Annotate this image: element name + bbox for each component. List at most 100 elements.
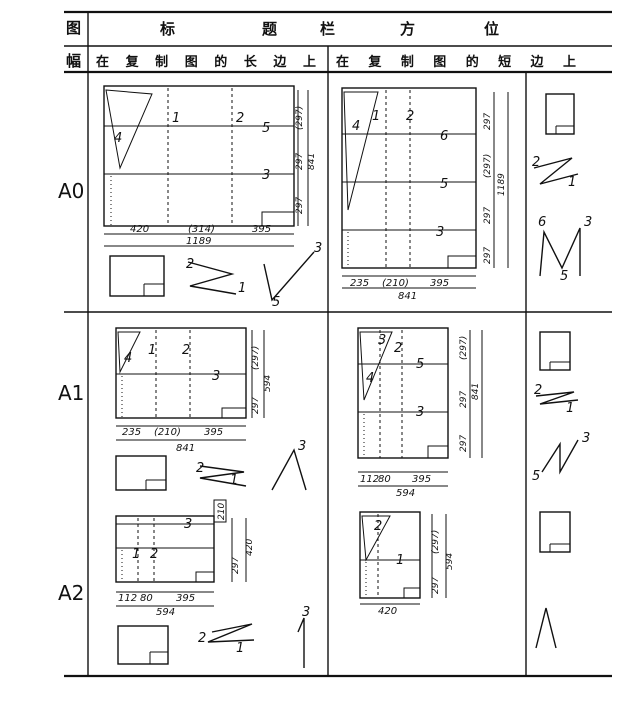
a0-short-side-dim-1: 297 <box>483 113 493 130</box>
a0-short-fold-5: 5 <box>440 177 448 192</box>
a0-long-side-dim-2: 297 <box>295 153 305 170</box>
a1-long-side-dim-2: 297 <box>251 397 261 414</box>
a1-short-dim-395: 395 <box>412 474 431 485</box>
a0-short-fold-3: 3 <box>436 225 444 240</box>
a0-long-side-dim-3: 297 <box>295 197 305 214</box>
a1-long-total-841: 841 <box>176 443 195 454</box>
a2-short-side-dim-594: 594 <box>445 553 455 570</box>
a2-peak-label-3: 3 <box>302 605 310 620</box>
a1-long-dim-210: (210) <box>154 427 181 438</box>
header-title-char-4: 方 <box>400 20 416 38</box>
a0-long-fold-5: 5 <box>262 121 270 136</box>
header-short-side-label: 在复制图的短边上 <box>336 54 576 70</box>
a0-short-fold-4: 4 <box>352 119 360 134</box>
a1-short-total-594: 594 <box>396 488 415 499</box>
a0-side-label-5: 5 <box>560 269 568 284</box>
a1-long-dim-395: 395 <box>204 427 223 438</box>
a1-long-side-dim-594: 594 <box>263 375 273 392</box>
a2-long-dim-395: 395 <box>176 593 195 604</box>
a0-short-fold-2: 2 <box>406 109 414 124</box>
a1-short-side-dim-841: 841 <box>471 383 481 400</box>
a0-long-fold-1: 1 <box>172 111 180 126</box>
a1-short-fold-3: 3 <box>378 333 386 348</box>
a2-long-dim-80: 80 <box>140 593 153 604</box>
a0-zigzag <box>187 261 237 295</box>
a2-zigzag-label-1: 1 <box>236 641 244 656</box>
a1-short-side-dim-2: 297 <box>459 391 469 408</box>
a1-zigzag-label-2: 2 <box>196 461 204 476</box>
a0-long-total-1189: 1189 <box>186 236 211 247</box>
a0-short-fold-1: 1 <box>372 109 380 124</box>
a1-short-dim-80: 80 <box>378 474 391 485</box>
a2-short-side-dim-2: 297 <box>431 577 441 594</box>
a0-long-dim-420: 420 <box>130 224 149 235</box>
a0-short-diagram: 4 1 2 6 5 3 297 (297) 297 297 1189 235 (… <box>341 87 509 302</box>
a1-short-dim-112: 112 <box>360 474 379 485</box>
a0-n-fold <box>263 251 315 302</box>
header-long-side-label: 在复制图的长边上 <box>96 54 316 70</box>
a2-short-dim-420: 420 <box>378 606 397 617</box>
a0-long-fold-flap <box>105 89 153 170</box>
a1-long-fold-1: 1 <box>148 343 156 358</box>
header-col1-bottom: 幅 <box>66 52 82 70</box>
header-title-char-1: 标 <box>159 20 176 38</box>
a0-long-dim-395: 395 <box>252 224 271 235</box>
a2-short-diagram: 2 1 (297) 297 594 420 <box>359 511 455 617</box>
a1-long-dim-235: 235 <box>122 427 141 438</box>
row-label-a1: A1 <box>58 381 84 405</box>
a0-short-sheet <box>341 87 477 269</box>
a0-short-side-dim-3: 297 <box>483 207 493 224</box>
a0-long-side-dim-841: 841 <box>307 153 317 170</box>
a0-short-side-dim-2: (297) <box>483 154 493 178</box>
a0-side-column: 2 1 6 3 5 <box>532 93 592 284</box>
a2-zigzag-label-2: 2 <box>198 631 206 646</box>
a0-long-diagram: 4 1 2 5 3 420 (314) 395 1189 (297) 297 2… <box>103 85 317 247</box>
a1-short-fold-5: 5 <box>416 357 424 372</box>
a0-side-label-3: 3 <box>584 215 592 230</box>
a0-long-folded: 2 1 3 5 <box>109 241 322 310</box>
a0-short-total-841: 841 <box>398 291 417 302</box>
a0-short-dim-235: 235 <box>350 278 369 289</box>
header-col1-top: 图 <box>66 19 82 37</box>
header-title-char-3: 栏 <box>320 20 336 38</box>
a1-long-fold-3: 3 <box>212 369 220 384</box>
a1-long-side-dim-1: (297) <box>251 346 261 370</box>
a2-long-total-594: 594 <box>156 607 175 618</box>
a2-short-fold-2: 2 <box>374 519 382 534</box>
a2-side-column <box>535 511 571 649</box>
a0-zigzag-label-1: 1 <box>238 281 246 296</box>
a1-short-fold-3b: 3 <box>416 405 424 420</box>
a2-long-diagram: 3 1 2 210 297 420 112 80 395 594 <box>115 499 255 618</box>
a0-long-fold-4: 4 <box>114 131 122 146</box>
a0-short-fold-6: 6 <box>440 129 448 144</box>
a2-long-fold-1: 1 <box>132 547 140 562</box>
a0-zigzag-label-2: 2 <box>186 257 194 272</box>
a2-long-side-dim-297: 297 <box>231 557 241 574</box>
a2-short-side-dim-1: (297) <box>431 530 441 554</box>
a0-side-label-2: 2 <box>532 155 540 170</box>
a0-short-dim-210: (210) <box>382 278 409 289</box>
a1-long-diagram: 4 1 2 3 (297) 297 594 235 (210) 395 841 <box>115 327 273 454</box>
a1-long-fold-2: 2 <box>182 343 190 358</box>
a1-side-column: 2 1 3 5 <box>532 331 590 484</box>
a0-long-sheet <box>103 85 295 227</box>
a1-short-diagram: 3 2 4 5 3 (297) 297 297 841 112 80 395 5… <box>357 327 483 499</box>
a0-side-label-6: 6 <box>538 215 546 230</box>
a2-long-folded: 2 1 3 <box>117 605 310 668</box>
a0-short-side-dim-1189: 1189 <box>497 173 507 196</box>
row-label-a2: A2 <box>58 581 84 605</box>
a2-long-side-dim-210: 210 <box>217 503 227 520</box>
a1-side-label-2: 2 <box>534 383 542 398</box>
a1-short-side-dim-1: (297) <box>459 336 469 360</box>
row-label-a0: A0 <box>58 179 84 203</box>
a0-long-fold-2: 2 <box>236 111 244 126</box>
a2-long-side-dim-420: 420 <box>245 539 255 556</box>
a1-side-label-3: 3 <box>582 431 590 446</box>
a1-long-fold-4: 4 <box>124 351 132 366</box>
a2-long-dim-112: 112 <box>118 593 137 604</box>
a0-n-label-3: 3 <box>314 241 322 256</box>
a0-side-label-1: 1 <box>568 175 576 190</box>
a1-short-fold-2: 2 <box>394 341 402 356</box>
